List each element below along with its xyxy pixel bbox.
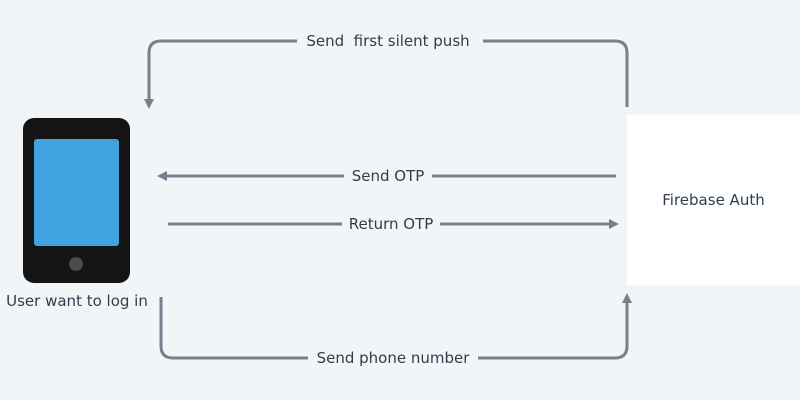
label-bg-return-otp [342,212,440,236]
label-bg-send-phone-number [308,346,478,370]
user-caption: User want to log in [6,292,148,310]
phone-icon [23,118,130,283]
firebase-auth-label: Firebase Auth [662,191,765,209]
label-send-otp: Send OTP [352,167,425,185]
label-bg-first-silent-push [297,29,483,53]
firebase-auth-node: Firebase Auth [627,115,800,285]
label-return-otp: Return OTP [349,215,434,233]
phone-home-button [69,257,83,271]
label-send-phone-number: Send phone number [317,349,471,367]
label-first-silent-push: Send first silent push [306,32,469,50]
phone-screen [34,139,119,246]
label-bg-send-otp [344,164,432,188]
